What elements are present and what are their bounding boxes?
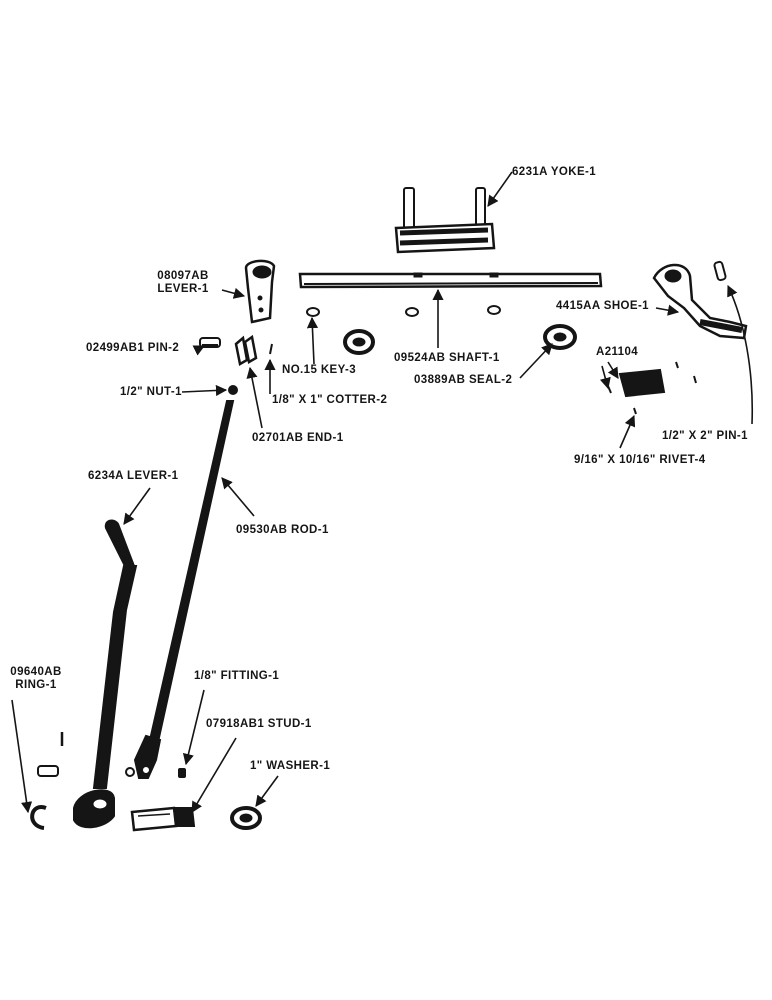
label-shaft: 09524AB SHAFT-1 [394, 352, 500, 364]
fitting-part [178, 768, 186, 778]
label-rod: 09530AB ROD-1 [236, 524, 329, 536]
fitting-arrow [182, 689, 205, 766]
yoke-part [394, 187, 496, 254]
label-kit: A21104 [596, 346, 639, 358]
pin-two-part [199, 337, 221, 348]
label-ring: 09640AB RING-1 [4, 666, 68, 692]
label-end: 02701AB END-1 [252, 432, 344, 444]
top-lever-part [244, 259, 276, 324]
hand-lever-part [73, 519, 138, 829]
seal-arrow [519, 343, 553, 379]
shoe-part [652, 263, 748, 340]
label-stud: 07918AB1 STUD-1 [206, 718, 312, 730]
washer-part [230, 806, 262, 830]
shoe-arrow [655, 304, 680, 316]
label-shoe: 4415AA SHOE-1 [556, 300, 649, 312]
key-parts [306, 305, 501, 317]
label-top-lever: 08097AB LEVER-1 [146, 270, 220, 296]
pin-two-arrow [192, 345, 206, 356]
washer-arrow [255, 775, 279, 807]
rivet-arrow [619, 414, 636, 449]
yoke-arrow [487, 171, 513, 207]
end-arrow [246, 366, 263, 429]
ring-parts [30, 732, 64, 830]
nut-part [228, 385, 238, 395]
key-arrow [306, 316, 319, 365]
label-pin-one: 1/2" X 2" PIN-1 [662, 430, 748, 442]
ring-arrow [11, 699, 33, 814]
rivet-kit-part [607, 361, 697, 415]
label-cotter: 1/8" X 1" COTTER-2 [272, 394, 388, 406]
label-nut: 1/2" NUT-1 [120, 386, 182, 398]
label-seal: 03889AB SEAL-2 [414, 374, 513, 386]
shaft-part [298, 272, 603, 289]
nut-arrow [181, 384, 228, 397]
label-ring-name: RING-1 [15, 679, 57, 691]
hand-lever-arrow [123, 487, 151, 525]
kit-arrow-1 [607, 361, 619, 379]
label-washer: 1" WASHER-1 [250, 760, 331, 772]
label-top-lever-number: 08097AB [157, 270, 209, 282]
pin-one-arrow [727, 284, 754, 425]
seal-parts [343, 324, 577, 355]
label-ring-number: 09640AB [10, 666, 62, 678]
top-lever-arrow [221, 287, 246, 299]
label-pin-two: 02499AB1 PIN-2 [86, 342, 180, 354]
rod-part [125, 400, 235, 779]
label-fitting: 1/8" FITTING-1 [194, 670, 280, 682]
stud-arrow [191, 737, 237, 813]
cotter-pin-part [269, 343, 273, 355]
label-hand-lever: 6234A LEVER-1 [88, 470, 179, 482]
leader-arrows [11, 171, 754, 814]
clevis-end-part [234, 334, 258, 366]
label-rivet: 9/16" X 10/16" RIVET-4 [574, 454, 706, 466]
label-yoke: 6231A YOKE-1 [512, 166, 597, 178]
shoe-pin-part [713, 260, 727, 282]
label-key: NO.15 KEY-3 [282, 364, 357, 376]
label-top-lever-name: LEVER-1 [157, 283, 209, 295]
rod-arrow [221, 477, 255, 517]
kit-arrow-2 [599, 365, 611, 390]
stud-part [130, 806, 196, 832]
